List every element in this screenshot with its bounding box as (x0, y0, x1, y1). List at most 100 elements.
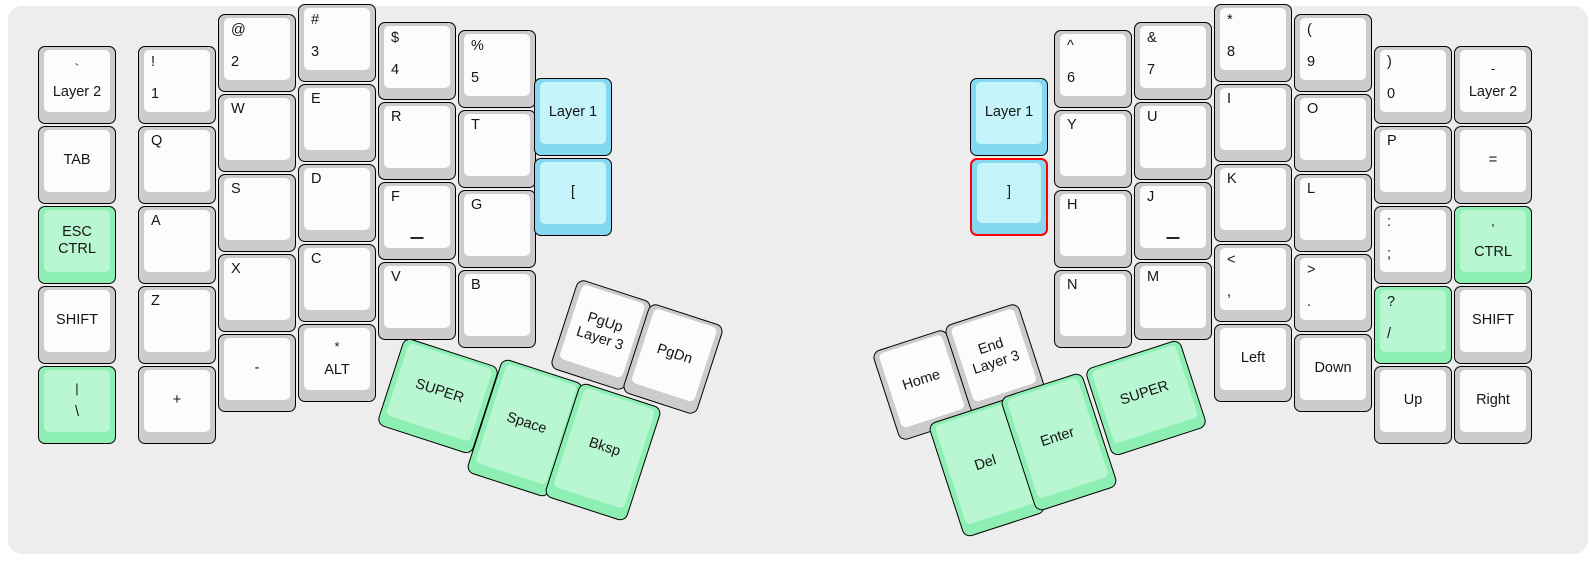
key-left[interactable]: Left (1214, 324, 1292, 402)
key-shift[interactable]: SHIFT (1454, 286, 1532, 364)
key-layer2[interactable]: `Layer 2 (38, 46, 116, 124)
key-bracket-right[interactable]: ] (970, 158, 1048, 236)
key-6[interactable]: ^6 (1054, 30, 1132, 108)
keycap: SHIFT (44, 290, 110, 352)
key-p[interactable]: P (1374, 126, 1452, 204)
keycap: L (1300, 178, 1366, 240)
key-legend: 0 (1387, 86, 1396, 103)
key-down[interactable]: Down (1294, 334, 1372, 412)
key-i[interactable]: I (1214, 84, 1292, 162)
keycap: M (1140, 266, 1206, 328)
key-n[interactable]: N (1054, 270, 1132, 348)
key-legend: ] (1006, 184, 1012, 201)
key-layer1[interactable]: Layer 1 (970, 78, 1048, 156)
key-t[interactable]: T (458, 110, 536, 188)
key-w[interactable]: W (218, 94, 296, 172)
key-legend: S (231, 181, 241, 197)
key-plus[interactable]: + (138, 366, 216, 444)
key-legend: B (471, 277, 481, 293)
keycap: F (384, 186, 450, 248)
key-h[interactable]: H (1054, 190, 1132, 268)
key-o[interactable]: O (1294, 94, 1372, 172)
key-legend: 7 (1147, 62, 1156, 79)
key-legend: Z (151, 293, 160, 309)
key-e[interactable]: E (298, 84, 376, 162)
key-8[interactable]: *8 (1214, 4, 1292, 82)
key-m[interactable]: M (1134, 262, 1212, 340)
key-y[interactable]: Y (1054, 110, 1132, 188)
keycap: K (1220, 168, 1286, 230)
key-legend: TAB (63, 152, 91, 169)
key-right[interactable]: Right (1454, 366, 1532, 444)
key-period[interactable]: >. (1294, 254, 1372, 332)
key-c[interactable]: C (298, 244, 376, 322)
keycap: -Layer 2 (1460, 50, 1526, 112)
key-4[interactable]: $4 (378, 22, 456, 100)
key-g[interactable]: G (458, 190, 536, 268)
keycap: E (304, 88, 370, 150)
key-legend: Left (1240, 350, 1266, 367)
key-1[interactable]: !1 (138, 46, 216, 124)
key-legend: > (1307, 262, 1316, 278)
key-legend: 9 (1307, 54, 1316, 71)
key-bracket-left[interactable]: [ (534, 158, 612, 236)
key-layer2[interactable]: -Layer 2 (1454, 46, 1532, 124)
key-layer1[interactable]: Layer 1 (534, 78, 612, 156)
key-shift[interactable]: SHIFT (38, 286, 116, 364)
key-7[interactable]: &7 (1134, 22, 1212, 100)
key-legend: Q (151, 133, 163, 149)
key-slash[interactable]: ?/ (1374, 286, 1452, 364)
key-d[interactable]: D (298, 164, 376, 242)
keycap: Layer 1 (540, 82, 606, 144)
key-legend: 3 (311, 44, 320, 61)
keycap: !1 (144, 50, 210, 112)
key-legend: H (1067, 197, 1078, 213)
key-equals[interactable]: = (1454, 126, 1532, 204)
key-r[interactable]: R (378, 102, 456, 180)
keycap: ^6 (1060, 34, 1126, 96)
key-comma[interactable]: <, (1214, 244, 1292, 322)
key-legend: Layer 2 (52, 83, 102, 100)
keycap: ?/ (1380, 290, 1446, 352)
key-5[interactable]: %5 (458, 30, 536, 108)
key-legend: | (75, 381, 79, 397)
key-q[interactable]: Q (138, 126, 216, 204)
keycap: T (464, 114, 530, 176)
key-legend: Space (504, 409, 549, 438)
key-pipe-backslash[interactable]: |\ (38, 366, 116, 444)
key-f[interactable]: F (378, 182, 456, 260)
key-legend: W (231, 101, 245, 117)
key-k[interactable]: K (1214, 164, 1292, 242)
key-9[interactable]: (9 (1294, 14, 1372, 92)
key-legend: U (1147, 109, 1158, 125)
key-legend: Up (1403, 392, 1423, 409)
key-ctrl[interactable]: 'CTRL (1454, 206, 1532, 284)
key-x[interactable]: X (218, 254, 296, 332)
key-0[interactable]: )0 (1374, 46, 1452, 124)
key-u[interactable]: U (1134, 102, 1212, 180)
key-j[interactable]: J (1134, 182, 1212, 260)
key-s[interactable]: S (218, 174, 296, 252)
key-legend: PgUp (585, 309, 625, 336)
key-a[interactable]: A (138, 206, 216, 284)
key-3[interactable]: #3 (298, 4, 376, 82)
key-z[interactable]: Z (138, 286, 216, 364)
key-minus[interactable]: - (218, 334, 296, 412)
key-2[interactable]: @2 (218, 14, 296, 92)
key-tab[interactable]: TAB (38, 126, 116, 204)
keycap: @2 (224, 18, 290, 80)
key-legend: % (471, 38, 484, 54)
key-b[interactable]: B (458, 270, 536, 348)
key-legend: N (1067, 277, 1078, 293)
key-semicolon[interactable]: :; (1374, 206, 1452, 284)
key-legend: D (311, 171, 322, 187)
key-up[interactable]: Up (1374, 366, 1452, 444)
keycap: + (144, 370, 210, 432)
key-legend: ! (151, 54, 156, 70)
key-legend: - (254, 360, 260, 377)
key-v[interactable]: V (378, 262, 456, 340)
key-l[interactable]: L (1294, 174, 1372, 252)
key-alt[interactable]: *ALT (298, 324, 376, 402)
